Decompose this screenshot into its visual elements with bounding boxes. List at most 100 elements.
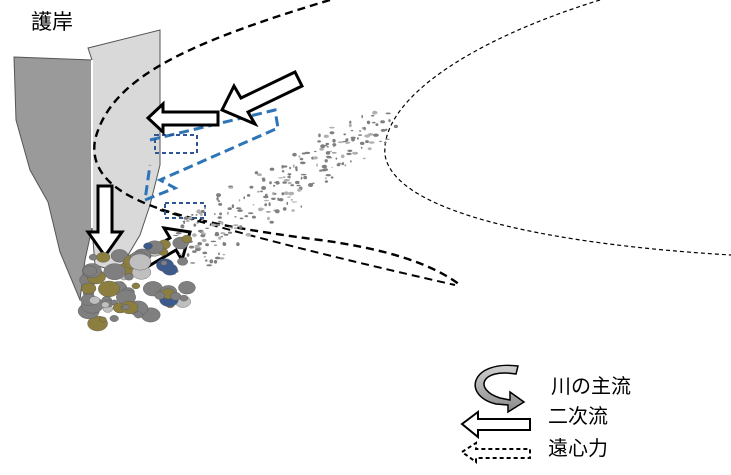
gravel-particle <box>244 215 249 218</box>
gravel-particle <box>219 257 225 260</box>
gravel-particle <box>235 207 242 210</box>
gravel-particle <box>272 192 275 196</box>
gravel-particle <box>216 193 221 198</box>
gravel-particle <box>356 137 359 140</box>
gravel-particle <box>230 226 233 229</box>
stone <box>98 280 120 298</box>
gravel-particle <box>214 223 221 227</box>
gravel-particle <box>373 133 379 137</box>
gravel-particle <box>245 232 252 237</box>
gravel-particle <box>248 212 254 215</box>
gravel-particle <box>273 184 276 187</box>
gravel-particle <box>191 213 194 216</box>
gravel-particle <box>200 234 206 238</box>
gravel-particle <box>195 248 201 252</box>
stone <box>181 234 193 243</box>
gravel-particle <box>278 198 284 202</box>
stone <box>170 292 182 301</box>
gravel-particle <box>264 203 268 207</box>
gravel-particle <box>291 209 295 212</box>
gravel-particle <box>263 195 269 199</box>
gravel-particle <box>197 209 201 214</box>
gravel-particle <box>239 225 243 229</box>
gravel-particle <box>187 216 193 220</box>
stone <box>89 296 101 305</box>
gravel-particle <box>282 181 287 184</box>
gravel-particle <box>188 245 195 249</box>
gravel-particle <box>192 250 197 253</box>
gravel-particle <box>287 176 291 178</box>
gravel-particle <box>326 146 329 148</box>
gravel-particle <box>201 238 207 243</box>
gravel-particle <box>213 260 218 264</box>
gravel-particle <box>209 259 214 264</box>
gravel-particle <box>283 178 290 182</box>
gravel-particle <box>385 128 388 131</box>
gravel-particle <box>324 177 327 180</box>
gravel-particle <box>323 168 328 171</box>
legend-icons <box>460 364 531 464</box>
gravel-particle <box>234 216 237 218</box>
stone <box>131 282 141 290</box>
gravel-particle <box>393 124 398 129</box>
gravel-particle <box>372 110 378 115</box>
centrifugal-force-arrow <box>143 108 280 219</box>
legend-label-main-flow: 川の主流 <box>551 374 631 398</box>
gravel-particle <box>326 157 333 159</box>
gravel-particle <box>200 209 205 214</box>
gravel-particle <box>213 213 216 215</box>
gravel-particle <box>318 133 321 138</box>
gravel-particle <box>362 157 366 160</box>
gravel-particle <box>313 150 317 153</box>
gravel-particle <box>330 176 334 179</box>
revetment-label: 護岸 <box>31 10 73 34</box>
gravel-particle <box>232 224 239 227</box>
gravel-particle <box>252 203 255 206</box>
gravel-particle <box>340 154 345 159</box>
gravel-particle <box>385 112 391 115</box>
gravel-particle <box>288 191 294 196</box>
stone <box>129 253 152 271</box>
gravel-particle <box>342 162 344 164</box>
gravel-particle <box>385 138 390 140</box>
gravel-particle <box>239 217 244 220</box>
legend-label-secondary-flow: 二次流 <box>548 404 608 428</box>
stone <box>99 316 107 323</box>
gravel-particle <box>319 147 324 151</box>
gravel-particle <box>320 144 326 149</box>
gravel-particle <box>287 181 292 185</box>
gravel-particle <box>269 220 274 224</box>
gravel-particle <box>183 216 189 220</box>
gravel-particle <box>249 185 254 189</box>
gravel-particle <box>256 173 262 177</box>
gravel-particle <box>301 152 306 155</box>
gravel-particle <box>343 133 347 136</box>
gravel-particle <box>347 149 353 152</box>
gravel-particle <box>368 141 375 144</box>
gravel-particle <box>324 159 328 163</box>
gravel-particle <box>183 220 186 224</box>
gravel-particle <box>372 121 376 124</box>
gravel-particle <box>273 192 277 195</box>
gravel-particle <box>332 143 337 147</box>
gravel-particle <box>325 174 331 177</box>
gravel-particle <box>172 234 179 237</box>
stone <box>177 257 189 266</box>
gravel-particle <box>254 171 259 175</box>
gravel-particle <box>331 152 337 154</box>
gravel-particle <box>262 178 266 182</box>
gravel-particle <box>331 166 334 168</box>
gravel-particle <box>271 197 276 200</box>
gravel-particle <box>365 140 369 144</box>
gravel-particle <box>222 241 225 244</box>
gravel-particle <box>274 209 280 214</box>
gravel-particle <box>299 161 306 165</box>
gravel-particle <box>213 244 218 247</box>
gravel-particle <box>308 183 314 187</box>
gravel-particle <box>231 204 235 209</box>
gravel-particle <box>281 165 284 169</box>
gravel-particle <box>329 126 335 129</box>
gravel-particle <box>203 256 207 258</box>
gravel-particle <box>300 173 307 176</box>
